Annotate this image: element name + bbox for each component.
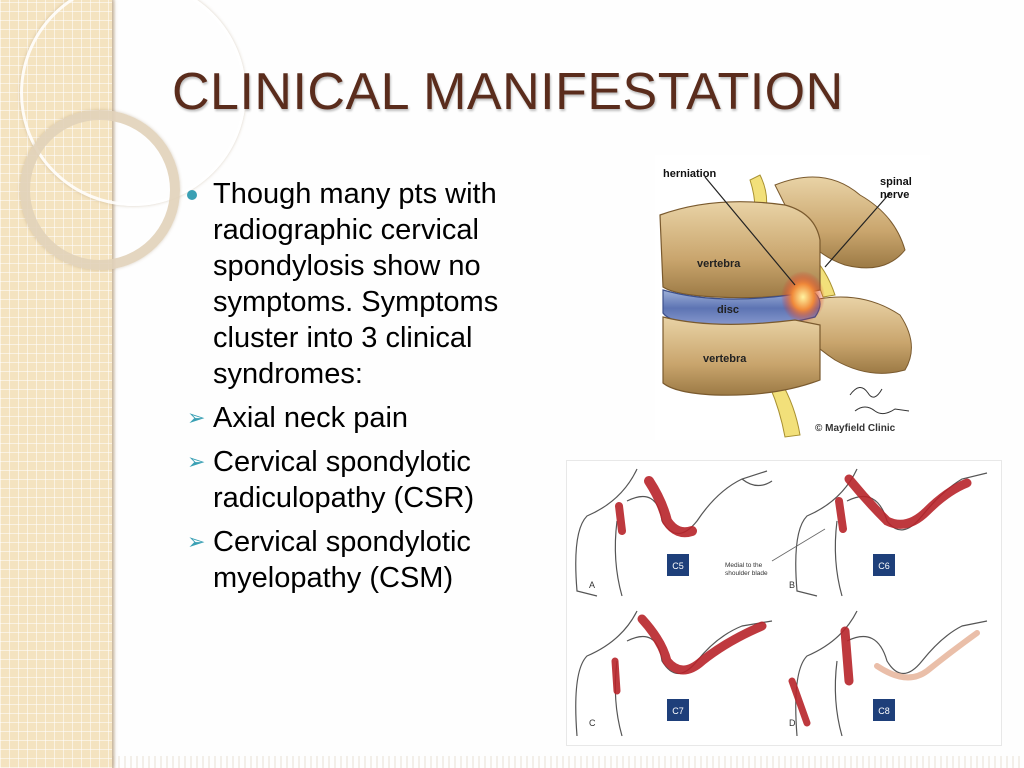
dermatome-drawing: Medial to the shoulder blade C5 C6 C7 C8… (575, 468, 988, 737)
artist-signature (849, 387, 910, 415)
label-vertebra-bottom: vertebra (703, 353, 747, 365)
syndrome-item: ➢ Cervical spondylotic radiculopathy (CS… (183, 444, 563, 516)
label-vertebra-top: vertebra (697, 258, 741, 270)
level-label: C7 (672, 706, 684, 716)
dermatome-pain-illustration: Medial to the shoulder blade C5 C6 C7 C8… (566, 460, 1002, 746)
level-label: C6 (878, 561, 890, 571)
level-label: C8 (878, 706, 890, 716)
panel-letter-d: D (789, 718, 796, 728)
side-band-shadow (112, 0, 116, 768)
arrow-bullet-icon: ➢ (187, 405, 206, 430)
arrow-bullet-icon: ➢ (187, 449, 206, 474)
callout-line-2: shoulder blade (725, 570, 768, 577)
syndrome-text: Axial neck pain (213, 402, 409, 434)
label-herniation: herniation (663, 168, 716, 180)
label-nerve: nerve (880, 189, 909, 201)
intro-text: Though many pts with radiographic cervic… (213, 178, 499, 390)
spine-drawing: herniation spinal nerve vertebra disc ve… (659, 168, 912, 438)
intro-bullet: Though many pts with radiographic cervic… (183, 176, 563, 392)
level-box-c6: C6 (873, 554, 895, 576)
level-box-c8: C8 (873, 699, 895, 721)
level-box-c7: C7 (667, 699, 689, 721)
slide-title: CLINICAL MANIFESTATION (172, 63, 844, 121)
syndrome-text: Cervical spondylotic myelopathy (CSM) (213, 526, 471, 594)
panel-letter-c: C (589, 718, 596, 728)
round-bullet-icon (187, 190, 197, 200)
label-disc: disc (717, 304, 739, 316)
decorative-bottom-texture (112, 756, 1024, 768)
label-spinal: spinal (880, 176, 912, 188)
syndrome-text: Cervical spondylotic radiculopathy (CSR) (213, 446, 475, 514)
panel-letter-b: B (789, 580, 795, 590)
arrow-bullet-icon: ➢ (187, 529, 206, 554)
syndrome-item: ➢ Axial neck pain (183, 400, 563, 436)
decorative-ring-small (20, 110, 180, 270)
label-credit: © Mayfield Clinic (815, 423, 896, 434)
callout-line-1: Medial to the (725, 562, 763, 569)
level-label: C5 (672, 561, 684, 571)
panel-letter-a: A (589, 580, 595, 590)
disc-herniation-illustration: herniation spinal nerve vertebra disc ve… (655, 155, 930, 440)
level-box-c5: C5 (667, 554, 689, 576)
bullet-list: Though many pts with radiographic cervic… (183, 176, 563, 604)
syndrome-item: ➢ Cervical spondylotic myelopathy (CSM) (183, 524, 563, 596)
